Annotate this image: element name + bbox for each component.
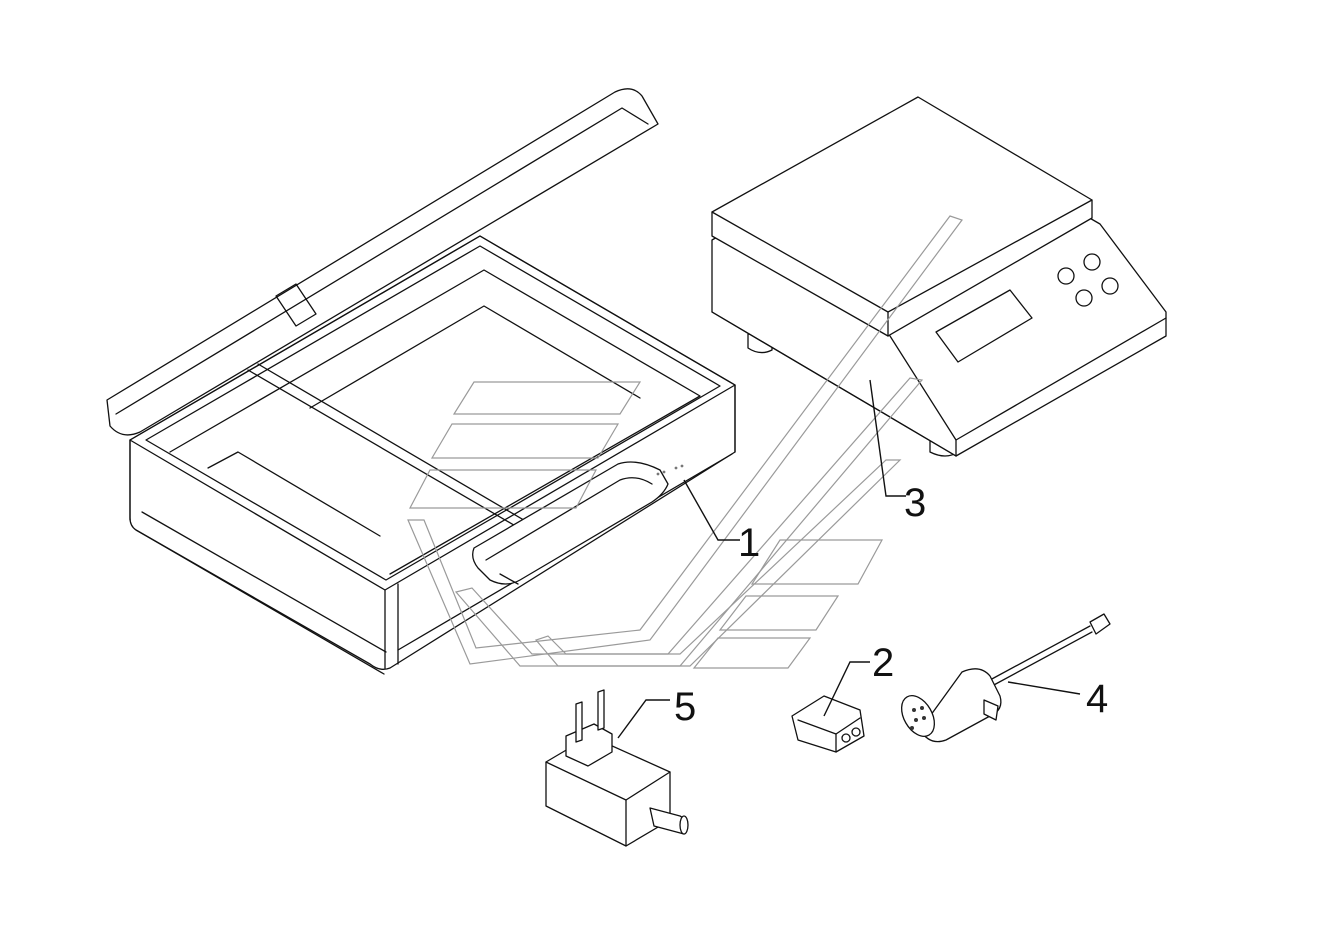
power-adapter [545,689,689,847]
leader-lines [617,379,1081,739]
callout-5: 5 [674,685,696,729]
callout-4: 4 [1086,677,1108,721]
callout-2: 2 [872,641,894,685]
adapter-block [791,695,865,753]
weighing-scale [711,96,1167,457]
connector-cable [900,613,1111,743]
callout-1: 1 [738,521,760,565]
watermark-logo [407,215,963,669]
callout-3: 3 [904,481,926,525]
carrying-case [106,88,736,675]
